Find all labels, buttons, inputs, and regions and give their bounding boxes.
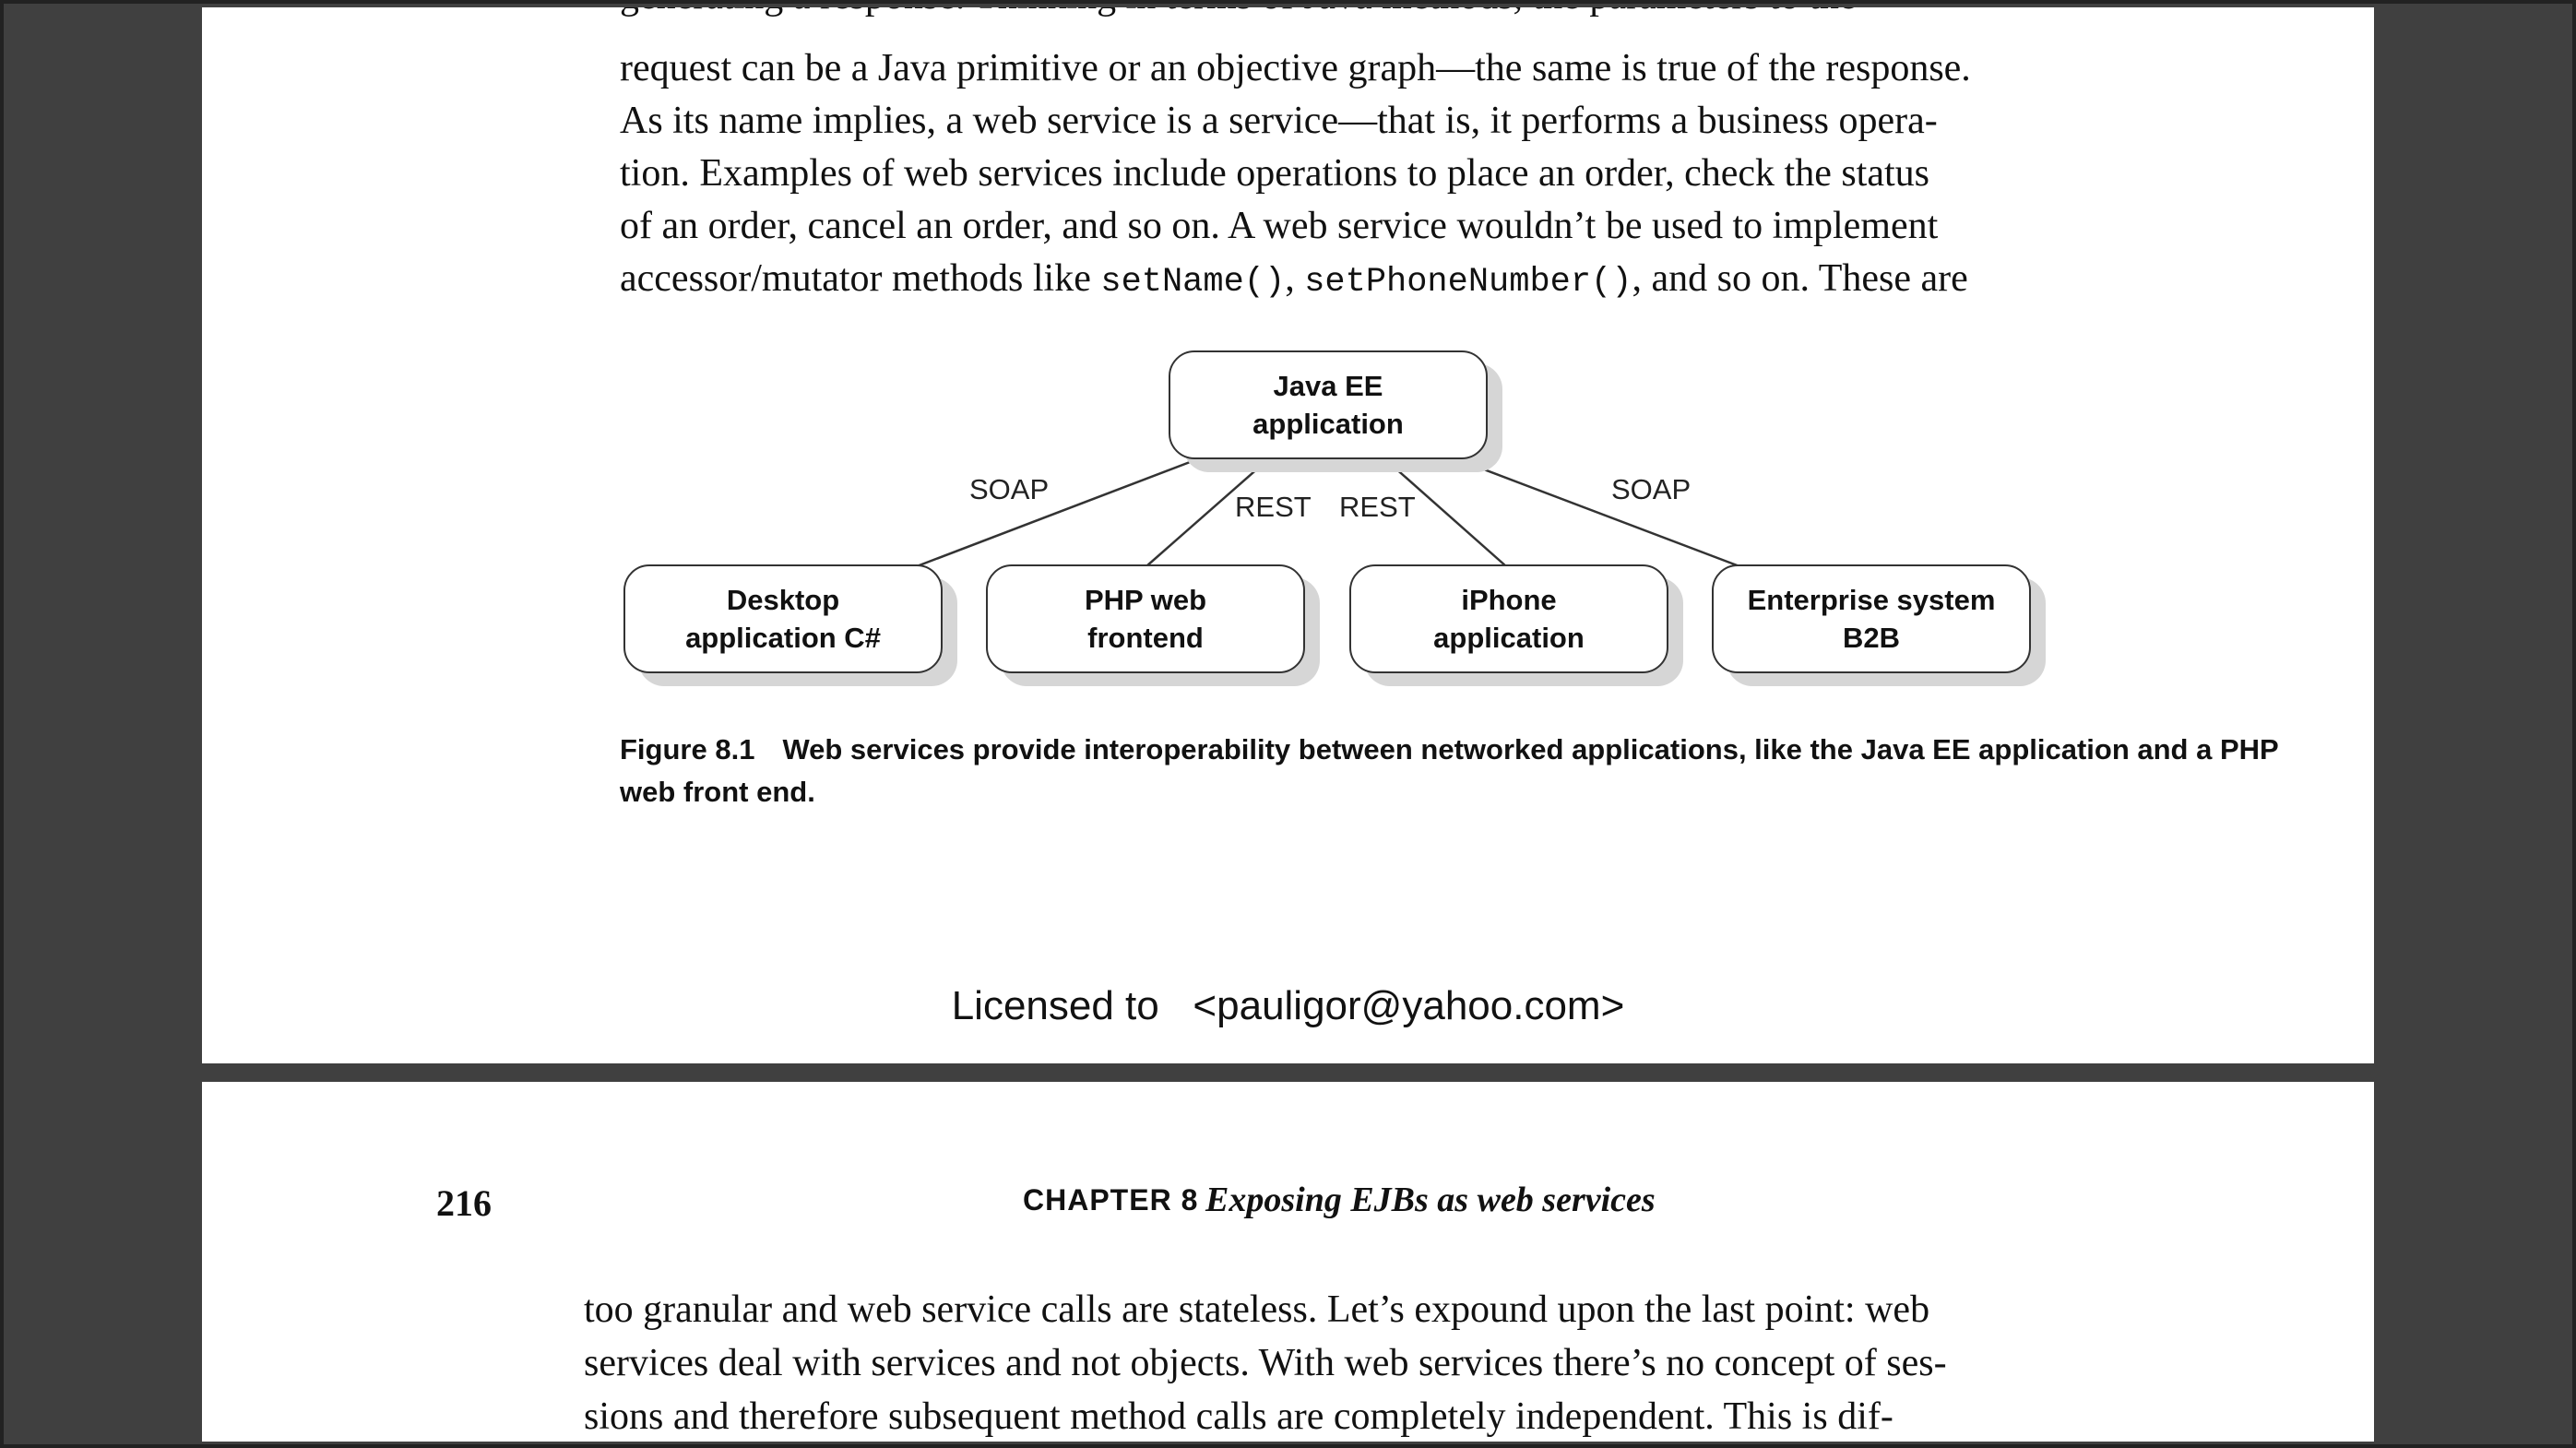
book-page-top: generating a response. Thinking in terms…: [202, 7, 2374, 1063]
figure-caption-text: Web services provide interoperability be…: [620, 733, 2279, 808]
running-head-chapter: CHAPTER 8: [1023, 1183, 1199, 1217]
book-page-bottom: 216 CHAPTER 8 Exposing EJBs as web servi…: [202, 1082, 2374, 1442]
line-text-suffix: , and so on. These are: [1632, 257, 1968, 300]
node-iphone-application: iPhone application: [1349, 564, 1668, 673]
node-enterprise-system: Enterprise system B2B: [1712, 564, 2031, 673]
figure-caption-label: Figure 8.1: [620, 733, 755, 766]
paragraph-line-3: sions and therefore subsequent method ca…: [584, 1395, 1893, 1438]
edge-label-rest-left: REST: [1235, 491, 1312, 523]
paragraph-line-6: accessor/mutator methods like setName(),…: [620, 256, 1968, 302]
paragraph-line-5: of an order, cancel an order, and so on.…: [620, 205, 1939, 247]
edge-label-rest-right: REST: [1339, 491, 1416, 523]
edge-iphone: [1384, 458, 1507, 567]
paragraph-line-2: request can be a Java primitive or an ob…: [620, 47, 1971, 89]
node-desktop-application: Desktop application C#: [623, 564, 943, 673]
node-php-line-1: PHP web: [1084, 584, 1207, 616]
code-setname: setName(): [1100, 263, 1286, 302]
edge-label-soap-right: SOAP: [1611, 473, 1692, 505]
node-php-line-2: frontend: [1087, 622, 1204, 654]
edge-php: [1146, 458, 1269, 567]
node-iphone-line-1: iPhone: [1461, 584, 1557, 616]
node-enterprise-line-2: B2B: [1842, 622, 1900, 654]
edge-enterprise: [1456, 457, 1740, 568]
paragraph-line-1: too granular and web service calls are s…: [584, 1288, 1930, 1331]
paragraph-line-1: generating a response. Thinking in terms…: [620, 7, 1857, 18]
node-desktop-line-2: application C#: [685, 622, 881, 654]
node-enterprise-line-1: Enterprise system: [1747, 584, 1996, 616]
paragraph-line-4: tion. Examples of web services include o…: [620, 152, 1930, 195]
node-php-web-frontend: PHP web frontend: [986, 564, 1305, 673]
line-text-prefix: accessor/mutator methods like: [620, 257, 1101, 300]
node-java-ee-line-2: application: [1252, 408, 1404, 440]
figure-8-1: Java EE application Desktop application …: [202, 7, 2374, 837]
node-iphone-line-2: application: [1433, 622, 1585, 654]
node-java-ee-application: Java EE application: [1169, 350, 1488, 459]
page-number: 216: [436, 1182, 492, 1224]
license-watermark: Licensed to <pauligor@yahoo.com>: [951, 983, 1625, 1028]
node-desktop-line-1: Desktop: [726, 584, 840, 616]
node-java-ee-line-1: Java EE: [1273, 370, 1383, 402]
code-setphonenumber: setPhoneNumber(): [1304, 263, 1632, 302]
paragraph-line-3: As its name implies, a web service is a …: [620, 100, 1938, 142]
running-head-title: Exposing EJBs as web services: [1205, 1181, 1656, 1219]
paragraph-line-2: services deal with services and not obje…: [584, 1342, 1947, 1384]
edge-desktop: [916, 457, 1198, 568]
edge-label-soap-left: SOAP: [969, 473, 1050, 505]
line-text-sep: ,: [1285, 257, 1305, 300]
figure-connector-lines: [916, 457, 1740, 568]
